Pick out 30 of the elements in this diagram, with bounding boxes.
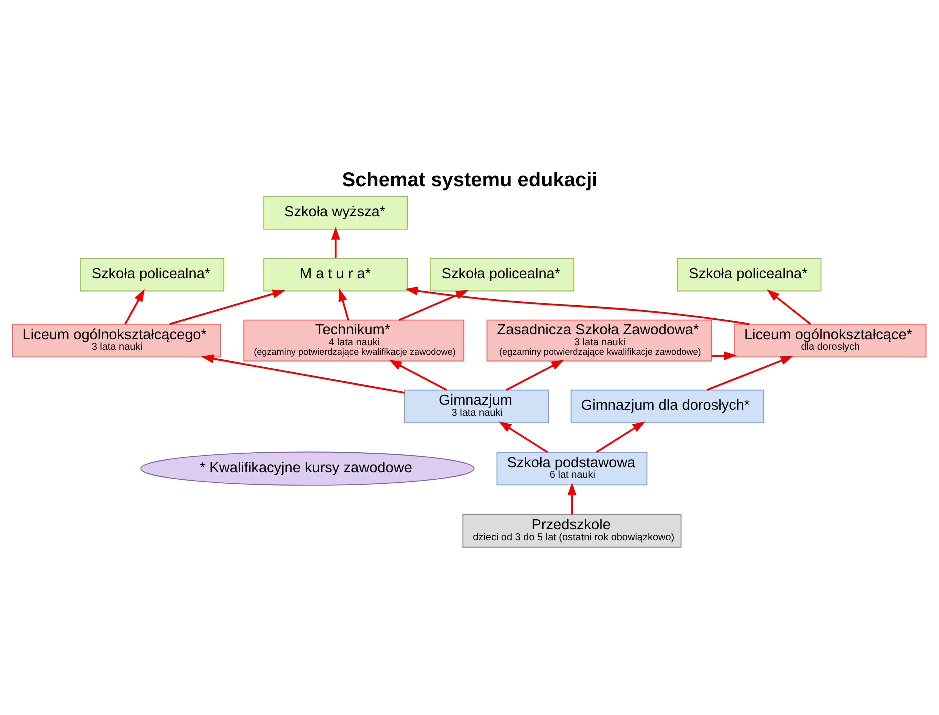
diagram-title: Schemat systemu edukacji (342, 169, 598, 192)
node-box: Gimnazjum dla dorosłych* (570, 390, 764, 424)
arrow (389, 360, 448, 392)
node-box: M a t u r a* (264, 258, 408, 292)
arrow (568, 482, 577, 515)
arrow (712, 352, 737, 360)
node-box: Liceum ogólnokształcące* dla dorosłych (734, 324, 927, 358)
node-box: Szkoła policealna* (677, 258, 822, 292)
node-box: Przedszkole dzieci od 3 do 5 lat (ostatni rok obowiązkowo) (462, 514, 682, 548)
arrow (506, 360, 564, 392)
arrow (170, 290, 286, 326)
node-box: Zasadnicza Szkoła Zawodowa* 3 lata nauki (egzaminy potwierdzające kwalifikacje zawodowe) (486, 320, 712, 362)
arrow (706, 356, 794, 392)
arrow (405, 286, 750, 326)
arrow (201, 354, 405, 394)
arrow (498, 422, 548, 454)
node-box: Gimnazjum 3 lata nauki (404, 390, 550, 424)
node-box: Szkoła wyższa* (264, 196, 408, 230)
arrow (596, 422, 646, 454)
node-box: Szkoła policealna* (430, 258, 574, 292)
arrow (766, 290, 812, 326)
node-ellipse: * Kwalifikacyjne kursy zawodowe (140, 452, 475, 486)
node-box: Szkoła podstawowa 6 lat nauki (496, 452, 648, 486)
node-box: Technikum* 4 lata nauki (egzaminy potwierdzające kwalifikacje zawodowe) (244, 320, 464, 362)
arrow (398, 290, 469, 322)
node-box: Szkoła policealna* (80, 258, 225, 292)
arrow (331, 227, 340, 258)
arrow (338, 288, 350, 321)
arrow (124, 289, 145, 325)
node-box: Liceum ogólnokształcącego* 3 lata nauki (12, 324, 222, 358)
